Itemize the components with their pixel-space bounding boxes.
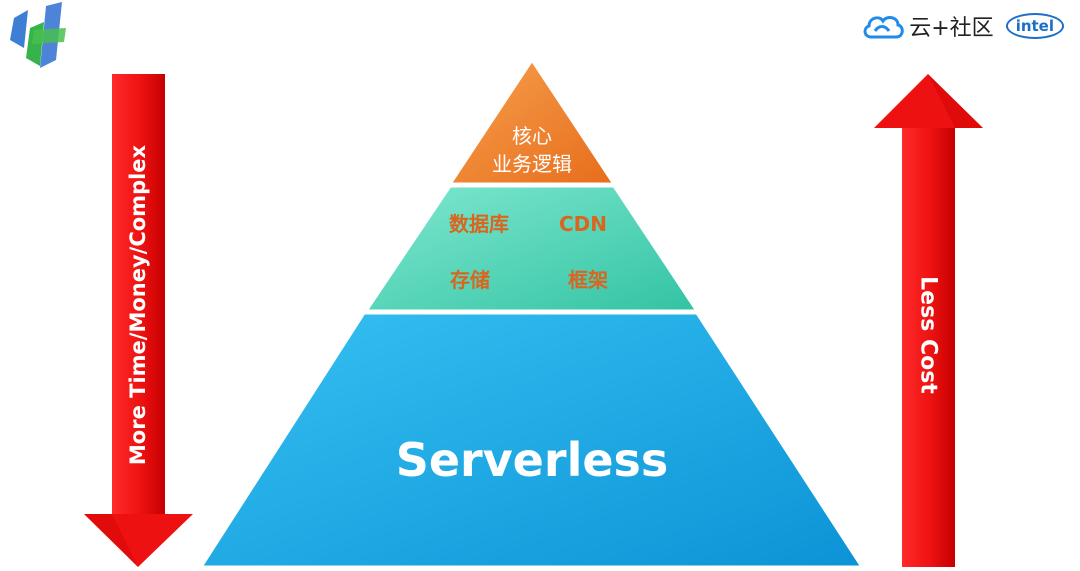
intel-logo: intel <box>1005 13 1064 39</box>
middle-item-database: 数据库 <box>449 212 509 236</box>
cloud-community-text: 云+社区 <box>909 16 994 41</box>
pyramid-top-tier: 核心 业务逻辑 <box>447 57 617 186</box>
cloud-community-logo: 云+社区 <box>861 10 994 42</box>
middle-item-storage: 存储 <box>450 268 490 292</box>
serverless-label: Serverless <box>396 433 669 487</box>
pyramid-bottom-tier: Serverless <box>198 311 865 569</box>
partner-logos: 云+社区 intel <box>861 10 1064 42</box>
middle-item-cdn: CDN <box>559 212 607 236</box>
less-cost-label: Less Cost <box>915 276 941 394</box>
brand-logo-left <box>10 2 66 68</box>
middle-item-framework: 框架 <box>568 268 608 292</box>
top-label-line2: 业务逻辑 <box>492 152 572 176</box>
cloud-icon <box>863 16 904 39</box>
pyramid-middle-tier: 数据库 CDN 存储 框架 <box>363 184 700 313</box>
down-arrow-more-time <box>84 74 193 567</box>
up-arrow-less-cost <box>874 74 983 567</box>
more-time-label: More Time/Money/Complex <box>126 144 150 466</box>
top-label-line1: 核心 <box>512 124 552 148</box>
